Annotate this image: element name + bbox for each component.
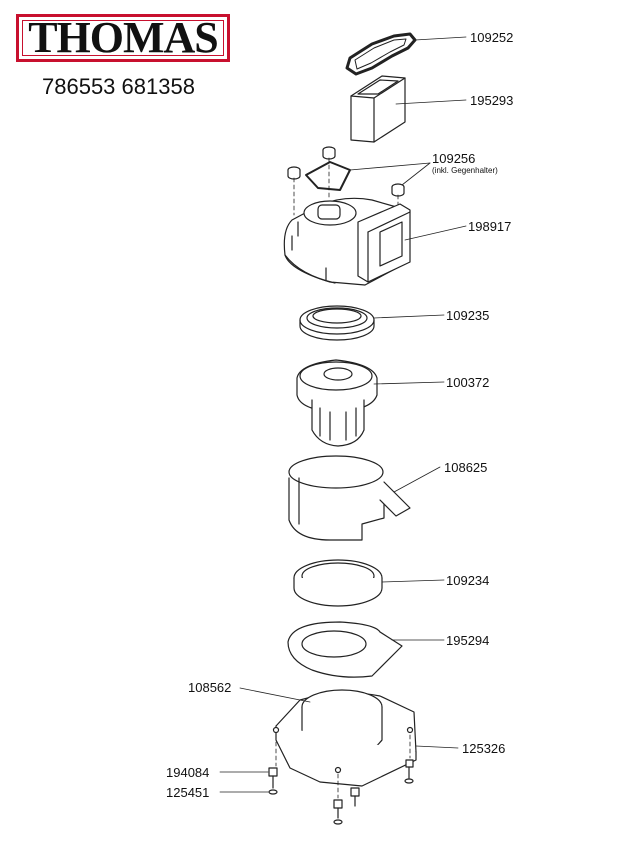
part-label-109252: 109252 — [470, 30, 514, 45]
part-109235-seal-ring — [299, 305, 375, 341]
part-label-100372: 100372 — [446, 375, 490, 390]
logo-inner-border — [22, 20, 224, 56]
part-note-109256: (inkl. Gegenhalter) — [432, 166, 498, 175]
part-108562-housing — [272, 689, 417, 787]
part-100372-motor — [296, 359, 378, 447]
part-label-109235: 109235 — [446, 308, 490, 323]
part-195294-flat-filter — [287, 621, 403, 678]
part-label-109234: 109234 — [446, 573, 490, 588]
part-label-195293: 195293 — [470, 93, 514, 108]
part-108625-sleeve — [288, 455, 411, 541]
part-label-195294: 195294 — [446, 633, 490, 648]
part-label-109256: 109256 — [432, 151, 476, 166]
part-label-108562: 108562 — [188, 680, 232, 695]
part-109256-caps — [287, 146, 405, 197]
logo-text: THOMAS — [28, 13, 219, 62]
leader-lines — [219, 36, 467, 793]
part-109252-gasket — [345, 32, 417, 76]
part-label-125451: 125451 — [166, 785, 210, 800]
part-label-194084: 194084 — [166, 765, 210, 780]
part-195293-filter — [350, 75, 406, 143]
part-screws — [268, 759, 414, 825]
thomas-logo: THOMAS — [16, 14, 230, 62]
part-109234-ring — [293, 559, 383, 607]
part-label-108625: 108625 — [444, 460, 488, 475]
part-198917-motor-cover — [283, 197, 411, 286]
part-label-125326: 125326 — [462, 741, 506, 756]
article-numbers: 786553 681358 — [42, 74, 195, 99]
part-label-198917: 198917 — [468, 219, 512, 234]
